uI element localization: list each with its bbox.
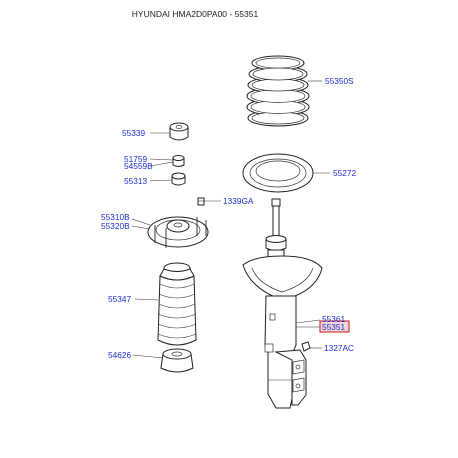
- callout-55310B[interactable]: 55310B: [101, 212, 130, 222]
- callout-54626[interactable]: 54626: [108, 350, 131, 360]
- strut-mount[interactable]: [147, 216, 209, 248]
- callout-55313[interactable]: 55313: [124, 176, 147, 186]
- callout-55351[interactable]: 55351: [322, 322, 345, 332]
- dust-cover[interactable]: [157, 262, 197, 346]
- callout-1327AC[interactable]: 1327AC: [324, 343, 354, 353]
- callout-55272[interactable]: 55272: [333, 168, 356, 178]
- leader-lines: [131, 80, 330, 359]
- callout-55347[interactable]: 55347: [108, 294, 131, 304]
- coil-spring[interactable]: [246, 55, 310, 127]
- diagram-title: HYUNDAI HMA2D0PA00 - 55351: [131, 9, 259, 19]
- highlight-box-55351: [319, 320, 350, 333]
- strut-assembly[interactable]: [242, 198, 323, 409]
- callout-55339[interactable]: 55339: [122, 128, 145, 138]
- callout-1339GA[interactable]: 1339GA: [223, 196, 254, 206]
- bracket-bolt[interactable]: [301, 341, 311, 352]
- bumper-stopper[interactable]: [160, 348, 194, 373]
- flange-nut[interactable]: [197, 197, 205, 206]
- callout-54559B[interactable]: 54559B: [124, 161, 153, 171]
- callout-55320B[interactable]: 55320B: [101, 221, 130, 231]
- callout-55361[interactable]: 55361: [322, 314, 345, 324]
- bumper-rubber[interactable]: [169, 122, 189, 141]
- self-locking-nut[interactable]: [172, 155, 185, 167]
- callout-55350S[interactable]: 55350S: [325, 76, 354, 86]
- spring-pad[interactable]: [242, 153, 314, 193]
- washer[interactable]: [171, 172, 186, 186]
- callout-51759[interactable]: 51759: [124, 154, 147, 164]
